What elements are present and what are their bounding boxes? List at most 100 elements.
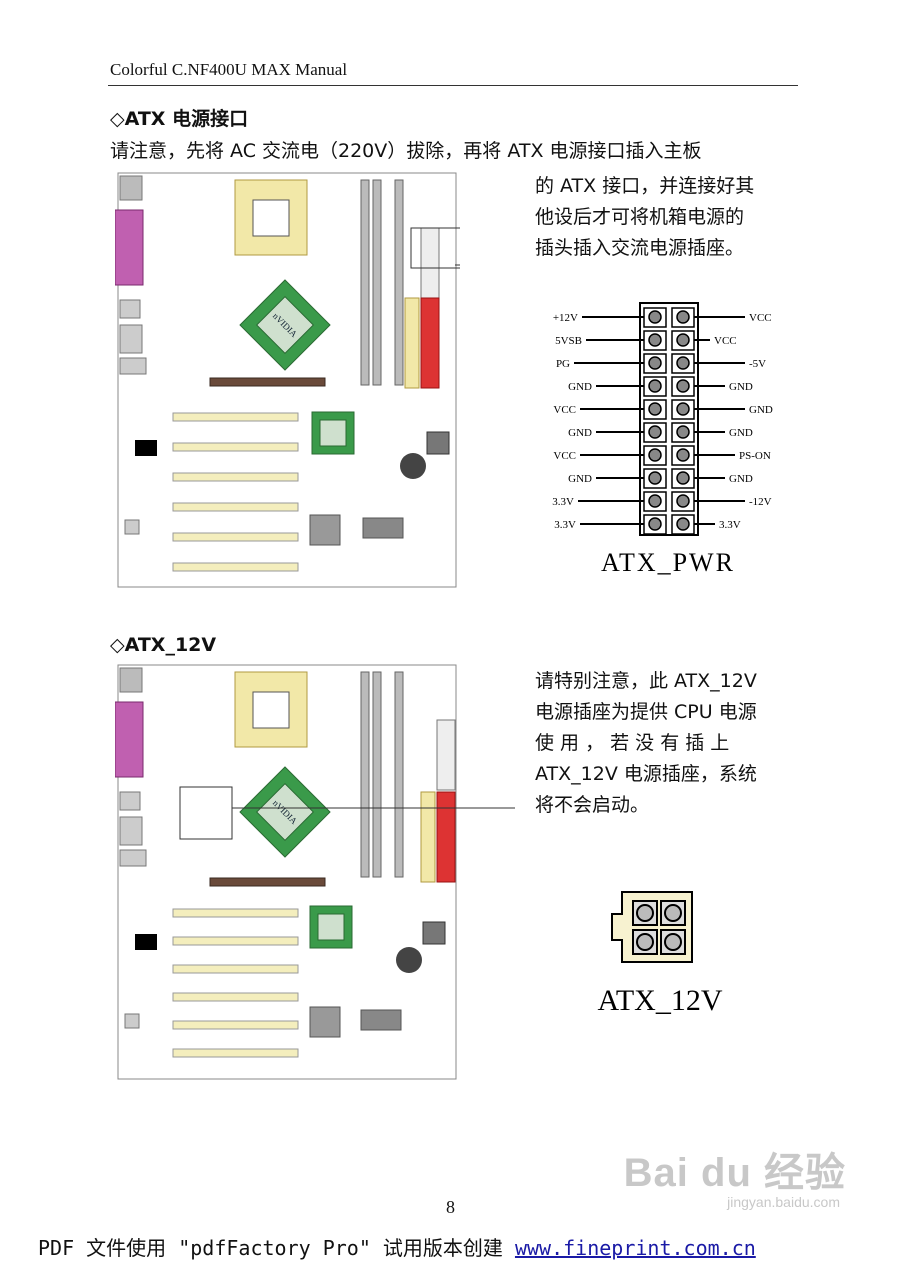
atx-callout-box — [410, 227, 460, 269]
pci-slot — [172, 472, 299, 482]
section1-line: 插头插入交流电源插座。 — [535, 237, 745, 259]
ide-connector — [404, 297, 420, 389]
pci-slot — [172, 412, 299, 422]
section1-intro: 请注意，先将 AC 交流电（220V）拔除，再将 ATX 电源接口插入主板 — [110, 140, 702, 162]
northbridge-chip — [256, 296, 314, 354]
section2-line: 将不会启动。 — [535, 794, 650, 816]
pin-hole-right — [676, 402, 690, 416]
lan-port — [119, 324, 143, 354]
section2-paragraph: 请特别注意，此 ATX_12V 电源插座为提供 CPU 电源 使 用 ， 若 没… — [535, 666, 795, 821]
fineprint-link[interactable]: www.fineprint.com.cn — [514, 1236, 756, 1260]
pin-hole-left — [648, 379, 662, 393]
ps2-port — [119, 175, 143, 201]
dimm-slot — [360, 671, 370, 878]
lan-chip — [362, 517, 404, 539]
section2-line: 电源插座为提供 CPU 电源 — [535, 701, 757, 723]
section1-line: 他设后才可将机箱电源的 — [535, 206, 745, 228]
pin-hole — [664, 904, 682, 922]
agp-slot — [209, 877, 326, 887]
lan-port — [119, 816, 143, 846]
cmos-battery — [400, 453, 426, 479]
cpu-socket-inner — [252, 691, 290, 729]
atx-power-connector — [436, 719, 456, 791]
pin-label-left: VCC — [553, 450, 576, 462]
pin-hole-right — [676, 356, 690, 370]
pin-label-left: 3.3V — [552, 496, 574, 508]
southbridge-chip — [319, 419, 347, 447]
pin-hole-left — [648, 494, 662, 508]
pdf-footer: PDF 文件使用 "pdfFactory Pro" 试用版本创建 www.fin… — [38, 1232, 756, 1261]
ide-connector — [420, 791, 436, 883]
audio-header — [124, 519, 140, 535]
pin-label-right: VCC — [749, 312, 772, 324]
pci-slot — [172, 1048, 299, 1058]
pin-label-left: GND — [568, 427, 592, 439]
pci-slot — [172, 562, 299, 572]
dimm-slot — [372, 671, 382, 878]
ide-connector-red — [420, 297, 440, 389]
ps2-port — [119, 667, 143, 693]
pin-hole-left — [648, 448, 662, 462]
pin-hole-right — [676, 425, 690, 439]
pin-label-left: 5VSB — [555, 335, 582, 347]
northbridge-chip — [256, 783, 314, 841]
parallel-port — [115, 209, 144, 286]
pin-hole-left — [648, 333, 662, 347]
pin-hole-right — [676, 379, 690, 393]
dimm-slot — [394, 179, 404, 386]
pin-label-right: 3.3V — [719, 519, 741, 531]
pin-hole-left — [648, 425, 662, 439]
pci-slot — [172, 936, 299, 946]
pci-slots — [172, 412, 299, 572]
footer-text: PDF 文件使用 "pdfFactory Pro" 试用版本创建 — [38, 1236, 515, 1260]
io-chip — [309, 1006, 341, 1038]
parallel-port — [115, 701, 144, 778]
section2-line: ATX_12V 电源插座，系统 — [535, 763, 757, 785]
pin-hole-right — [676, 333, 690, 347]
page-number: 8 — [446, 1197, 455, 1217]
atx12v-pins — [632, 900, 686, 955]
pin-hole-left — [648, 310, 662, 324]
pin-hole — [636, 933, 654, 951]
pin-hole-left — [648, 356, 662, 370]
pci-slot — [172, 992, 299, 1002]
section2-line: 请特别注意，此 ATX_12V — [535, 670, 757, 692]
motherboard-diagram-atx12v: nVIDIA — [115, 664, 515, 1080]
section1-paragraph: 的 ATX 接口，并连接好其 他设后才可将机箱电源的 插头插入交流电源插座。 — [535, 171, 754, 264]
pin-label-right: GND — [729, 381, 753, 393]
pin-hole-right — [676, 448, 690, 462]
pin-label-right: PS-ON — [739, 450, 771, 462]
cmos-battery — [396, 947, 422, 973]
pin-hole-left — [648, 517, 662, 531]
bios-chip — [422, 921, 446, 945]
atx12v-callout-box — [179, 786, 233, 840]
baidu-watermark: Bai du 经验 jingyan.baidu.com — [624, 1140, 846, 1210]
section-title-atx12v: ◇ATX_12V — [110, 634, 217, 656]
watermark-url: jingyan.baidu.com — [727, 1194, 840, 1210]
usb-port — [119, 299, 141, 319]
pci-slot — [172, 1020, 299, 1030]
pin-hole-left — [648, 471, 662, 485]
pin-label-left: PG — [556, 358, 570, 370]
header-pins — [135, 440, 157, 456]
pin-hole-right — [676, 310, 690, 324]
pin-hole-right — [676, 494, 690, 508]
southbridge-chip — [317, 913, 345, 941]
pci-slot — [172, 964, 299, 974]
pin-label-right: -5V — [749, 358, 766, 370]
pin-hole — [636, 904, 654, 922]
bios-chip — [426, 431, 450, 455]
dimm-slot — [372, 179, 382, 386]
watermark-logo: Bai du 经验 — [623, 1151, 846, 1195]
header-rule — [108, 85, 798, 86]
pin-label-left: +12V — [553, 312, 578, 324]
pci-slot — [172, 502, 299, 512]
pin-label-right: -12V — [749, 496, 772, 508]
agp-slot — [209, 377, 326, 387]
pci-slot — [172, 442, 299, 452]
section1-line: 的 ATX 接口，并连接好其 — [535, 175, 755, 197]
section-title-atx: ◇ATX 电源接口 — [110, 108, 249, 130]
pin-label-left: VCC — [553, 404, 576, 416]
